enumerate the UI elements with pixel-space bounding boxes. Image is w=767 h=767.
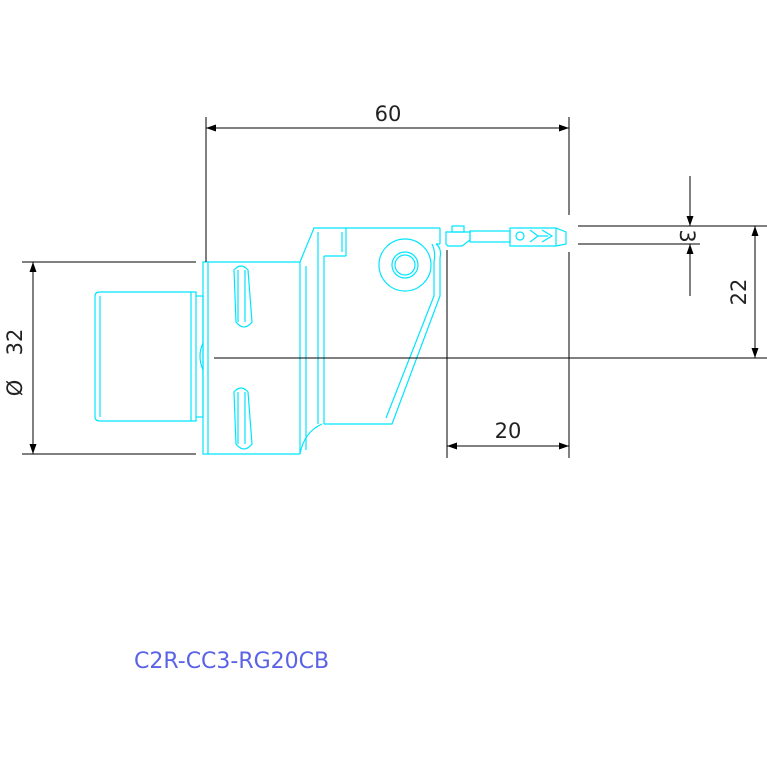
dimension-cut-width: 3 bbox=[578, 176, 767, 296]
tool-holder-outline bbox=[94, 225, 567, 455]
dimension-label-60: 60 bbox=[375, 102, 402, 126]
dimension-label-32: 32 bbox=[3, 329, 27, 356]
dimension-label-3: 3 bbox=[675, 229, 699, 242]
dimension-label-20: 20 bbox=[495, 419, 522, 443]
dimension-height-offset: 22 bbox=[727, 226, 759, 358]
shank bbox=[94, 291, 204, 422]
dimension-overall-length: 60 bbox=[205, 102, 570, 458]
dimension-label-22: 22 bbox=[727, 279, 751, 306]
dimension-diameter: Ø 32 bbox=[3, 261, 196, 455]
tool-body bbox=[299, 227, 442, 455]
flange-screw-lower bbox=[233, 387, 253, 450]
flange-screw-upper bbox=[233, 265, 253, 328]
dimension-reach: 20 bbox=[446, 250, 569, 458]
cutting-insert bbox=[445, 225, 567, 247]
diameter-symbol: Ø bbox=[3, 380, 27, 397]
part-number-label: C2R-CC3-RG20CB bbox=[134, 649, 329, 674]
